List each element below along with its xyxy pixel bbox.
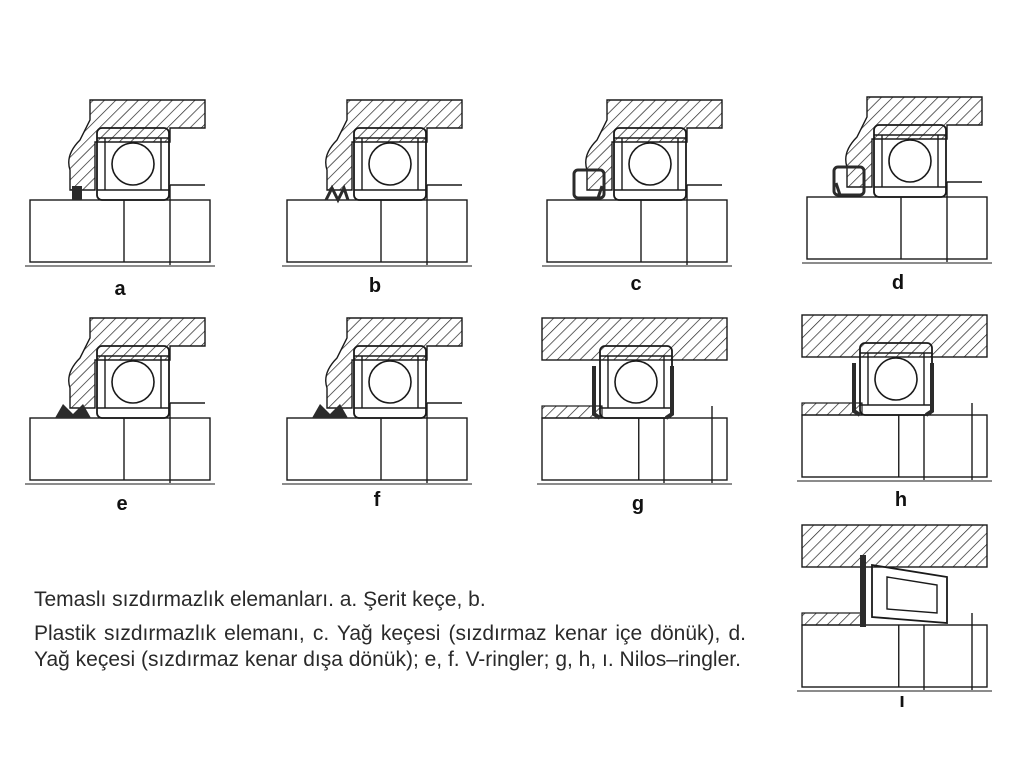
spacer-ring	[801, 612, 863, 626]
bearing-outline	[353, 127, 427, 201]
bearing-outline	[96, 127, 170, 201]
shaft	[286, 417, 468, 481]
bearing-outline	[353, 345, 427, 419]
bearing-outline	[613, 127, 687, 201]
shaft	[546, 199, 728, 263]
bearing-outline	[873, 124, 947, 198]
panel-9	[797, 524, 992, 692]
panel-label-2: b	[369, 275, 381, 297]
shaft	[801, 414, 988, 478]
housing	[845, 96, 983, 188]
caption-line-1: Temaslı sızdırmazlık elemanları. a. Şeri…	[34, 588, 486, 611]
panel-label-6: f	[374, 489, 381, 511]
bearing-ball	[368, 142, 412, 186]
v-ring-seal	[55, 404, 91, 418]
housing	[585, 99, 723, 191]
shaft	[541, 417, 728, 481]
figure-caption: Temaslı sızdırmazlık elemanları. a. Şeri…	[34, 587, 746, 673]
shaft	[286, 199, 468, 263]
panel-7	[537, 317, 732, 485]
panel-2	[282, 99, 472, 267]
tapered-roller	[886, 576, 938, 614]
panel-4	[802, 96, 992, 264]
shaft	[29, 199, 211, 263]
housing	[801, 524, 988, 568]
panel-5	[25, 317, 215, 485]
panel-label-3: c	[630, 273, 641, 295]
oil-seal-lip	[596, 185, 604, 199]
panel-label-9: ı	[899, 690, 905, 712]
panel-label-1: a	[114, 278, 126, 300]
housing	[541, 317, 728, 361]
housing	[801, 314, 988, 358]
panel-3	[542, 99, 732, 267]
panel-label-4: d	[892, 272, 904, 294]
oil-seal-lip	[834, 182, 842, 196]
bearing-ball	[628, 142, 672, 186]
bearing-ball	[111, 360, 155, 404]
oil-seal	[572, 168, 606, 200]
bearing-outline	[96, 345, 170, 419]
bearing-ball	[111, 142, 155, 186]
bearing-ball	[614, 360, 658, 404]
panel-1	[25, 99, 215, 267]
panel-label-8: h	[895, 489, 907, 511]
panel-8	[797, 314, 992, 482]
housing	[325, 317, 463, 409]
panel-label-5: e	[116, 493, 127, 515]
shaft	[801, 624, 988, 688]
plastic-seal	[324, 184, 350, 204]
panel-6	[282, 317, 472, 485]
bearing-ball	[874, 357, 918, 401]
v-ring-seal	[312, 404, 348, 418]
shaft	[806, 196, 988, 260]
shaft	[29, 417, 211, 481]
felt-strip-seal	[72, 186, 82, 200]
caption-line-2: Plastik sızdırmazlık elemanı, c. Yağ keç…	[34, 622, 746, 671]
bearing-ball	[888, 139, 932, 183]
bearing-ball	[368, 360, 412, 404]
tapered-roller-bearing	[871, 563, 948, 624]
nilos-ring	[852, 363, 934, 417]
nilos-ring	[592, 366, 674, 420]
housing	[325, 99, 463, 191]
panel-label-7: g	[632, 493, 644, 515]
housing	[68, 99, 206, 191]
housing	[68, 317, 206, 409]
nilos-ring	[860, 555, 866, 627]
oil-seal	[832, 165, 866, 197]
